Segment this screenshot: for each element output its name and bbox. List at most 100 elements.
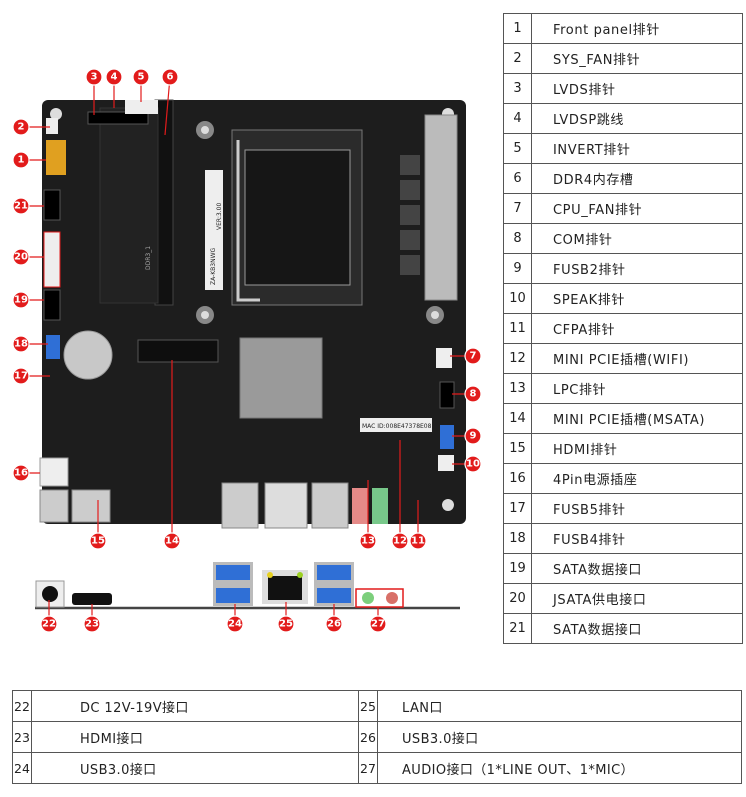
callout-number: 13	[361, 536, 375, 547]
fusb4-header	[46, 335, 60, 359]
callout-number: 18	[14, 339, 28, 350]
speak-header	[438, 455, 454, 471]
callout-circle	[12, 248, 30, 266]
callout-number: 14	[165, 536, 179, 547]
part-label: FUSB5排针	[531, 493, 743, 524]
lvds-header	[87, 111, 149, 125]
callout-circle	[12, 151, 30, 169]
callout-1: 1	[12, 151, 46, 169]
callout-circle	[409, 532, 427, 550]
part-label: INVERT排针	[531, 133, 743, 164]
callout-circle	[12, 118, 30, 136]
part-label: MINI PCIE插槽(MSATA)	[531, 403, 743, 434]
callout-circle	[12, 367, 30, 385]
mac-label: MAC ID:008E47378E08	[362, 423, 432, 430]
callout-number: 1	[18, 155, 25, 166]
part-label: COM排针	[531, 223, 743, 254]
part-number: 2	[503, 43, 532, 74]
callout-24: 24	[226, 604, 244, 633]
part-label: FUSB2排针	[531, 253, 743, 284]
part-number: 16	[503, 463, 532, 494]
callout-16: 16	[12, 464, 40, 482]
callout-10: 10	[452, 455, 482, 473]
callout-circle	[163, 532, 181, 550]
usb-ports-top-2	[311, 482, 349, 529]
callout-2: 2	[12, 118, 50, 136]
part-number: 8	[503, 223, 532, 254]
callout-number: 27	[371, 619, 385, 630]
part-label: LPC排针	[531, 373, 743, 404]
callout-circle	[89, 532, 107, 550]
part-number: 5	[503, 133, 532, 164]
part-number: 15	[503, 433, 532, 464]
part-label: USB3.0接口	[31, 752, 359, 784]
usb3-port-26	[314, 562, 354, 606]
part-label: LVDSP跳线	[531, 103, 743, 134]
motherboard-diagram: DDR3_1 ZA-KB3NWG VER:3.00 MAC ID:008E473…	[12, 68, 482, 633]
part-label: SATA数据接口	[531, 613, 743, 644]
callout-19: 19	[12, 291, 44, 309]
callout-circle	[464, 347, 482, 365]
part-number: 17	[503, 493, 532, 524]
callout-4: 4	[105, 68, 123, 108]
callout-number: 4	[111, 72, 118, 83]
part-number: 9	[503, 253, 532, 284]
part-label: LVDS排针	[531, 73, 743, 104]
callout-number: 3	[91, 72, 98, 83]
callout-circle	[325, 615, 343, 633]
part-number: 27	[358, 752, 378, 784]
callout-number: 20	[14, 252, 28, 263]
ddr-slot-label: DDR3_1	[145, 246, 152, 270]
callout-number: 2	[18, 122, 25, 133]
power-4pin	[39, 457, 69, 487]
chipset-heatsink	[239, 337, 323, 419]
leader-line	[164, 76, 171, 136]
fusb2-header	[440, 425, 454, 449]
callout-circle	[369, 615, 387, 633]
audio-green	[372, 488, 388, 524]
callout-8: 8	[452, 385, 482, 403]
part-number: 25	[358, 690, 378, 722]
callout-circle	[12, 197, 30, 215]
callout-number: 8	[470, 389, 477, 400]
callout-circle	[105, 68, 123, 86]
part-label: FUSB4排针	[531, 523, 743, 554]
sticker-model: ZA-KB3NWG	[210, 247, 217, 285]
part-label: USB3.0接口	[377, 721, 742, 753]
callout-number: 15	[91, 536, 105, 547]
callout-circle	[359, 532, 377, 550]
callout-circle	[40, 615, 58, 633]
jsata-power	[43, 231, 61, 288]
callout-circle	[12, 464, 30, 482]
callout-circle	[12, 335, 30, 353]
part-number: 10	[503, 283, 532, 314]
callout-number: 7	[470, 351, 477, 362]
sata-21	[43, 189, 61, 221]
callout-number: 25	[279, 619, 293, 630]
callout-17: 17	[12, 367, 50, 385]
callout-number: 22	[42, 619, 56, 630]
part-label: SYS_FAN排针	[531, 43, 743, 74]
chokes	[400, 155, 420, 275]
part-label: Front panel排针	[531, 13, 743, 44]
callout-23: 23	[83, 604, 101, 633]
part-label: AUDIO接口（1*LINE OUT、1*MIC）	[377, 752, 742, 784]
part-label: CPU_FAN排针	[531, 193, 743, 224]
callout-circle	[464, 427, 482, 445]
